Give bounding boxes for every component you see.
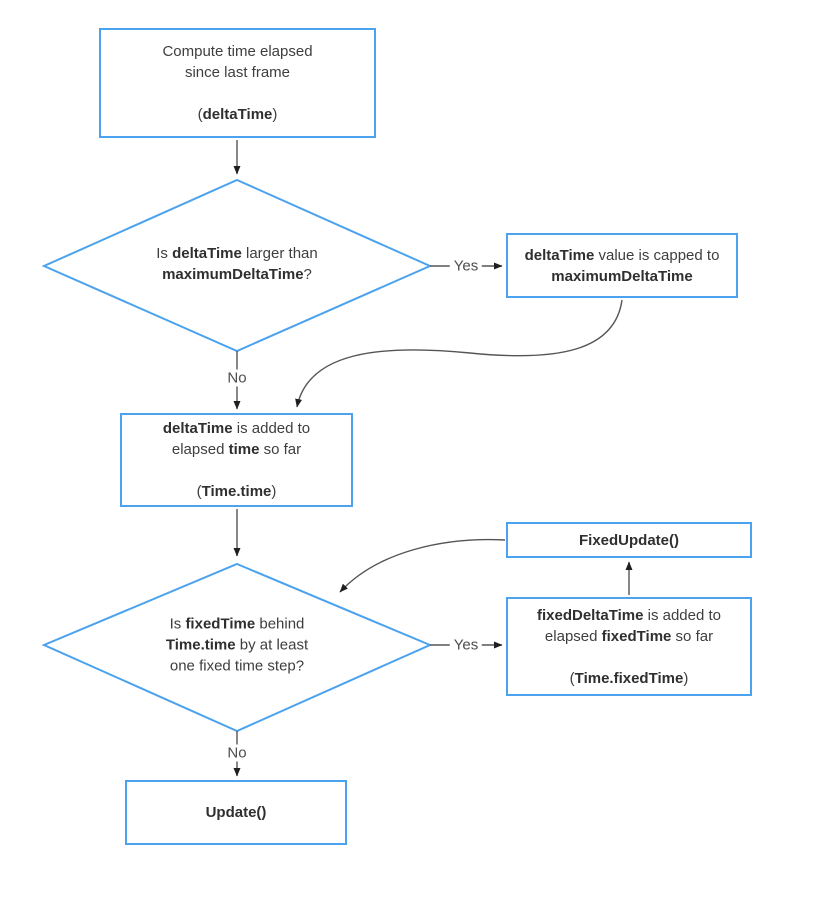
connector-cap-box-to-add-delta-box [295,299,623,408]
edge-label-no-add: No [223,369,251,387]
edge-label-yes-fixed: Yes [449,636,483,654]
connector-fixedupdate-loop-to-decision2 [339,538,506,593]
edge-label-no-update: No [223,744,251,762]
node-fixed-update: FixedUpdate() [506,522,752,558]
node-update: Update() [125,780,347,845]
edge-label-yes-cap: Yes [449,257,483,275]
